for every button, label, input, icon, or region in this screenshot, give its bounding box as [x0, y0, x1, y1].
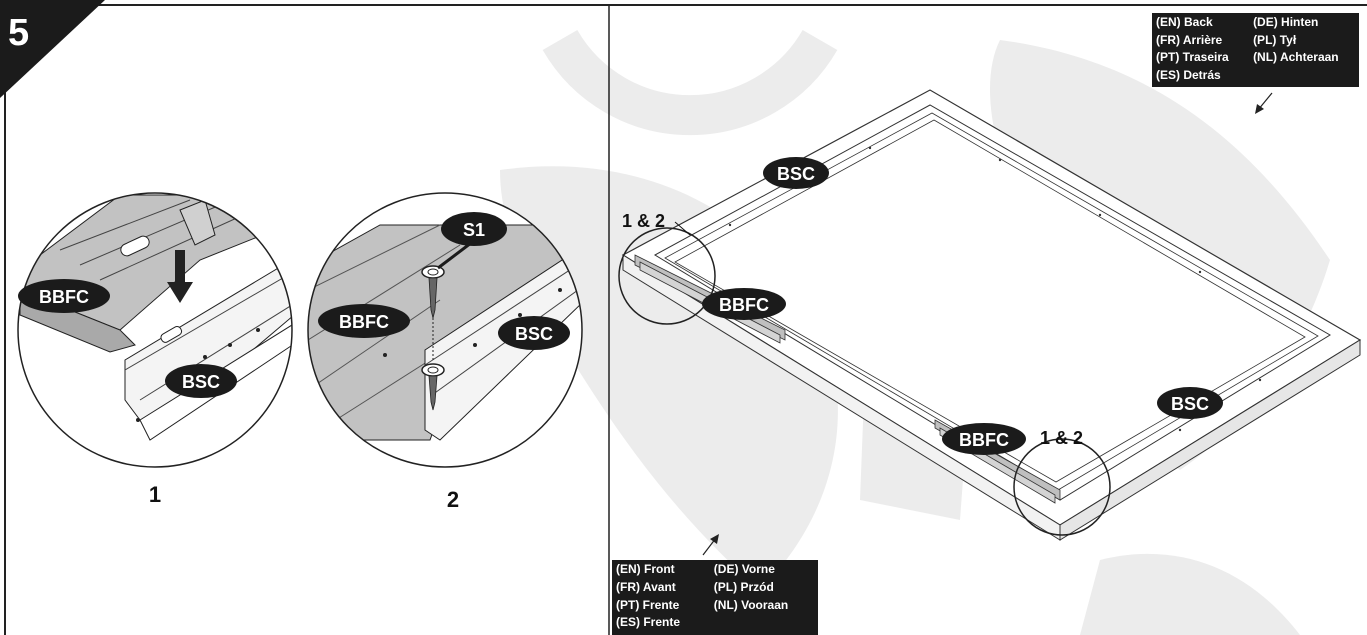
legend-front-item: (NL) Vooraan [713, 597, 789, 612]
legend-front-item: (ES) Frente [616, 615, 681, 630]
legend-back-item: (DE) Hinten [1253, 15, 1319, 29]
detail-circle-2: S1 BBFC BSC [307, 192, 583, 468]
overview-label-bsc-right: BSC [1171, 394, 1209, 414]
legend-back-item: (NL) Achteraan [1253, 50, 1339, 64]
ref-label-bottom: 1 & 2 [1040, 428, 1083, 448]
legend-front: (EN) Front (DE) Vorne (FR) Avant (PL) Pr… [612, 560, 818, 635]
legend-front-item [714, 615, 814, 633]
legend-front-item: (PL) Przód [713, 579, 774, 594]
front-arrow-icon [702, 534, 719, 556]
detail-ref-circle-bottom [1013, 438, 1111, 536]
down-arrow-icon [167, 250, 193, 303]
legend-front-item: (PT) Frente [616, 597, 680, 612]
detail1-number: 1 [149, 482, 161, 507]
detail1-label-bsc: BSC [182, 372, 220, 392]
legend-front-item: (FR) Avant [616, 579, 676, 594]
legend-front-item: (EN) Front [616, 562, 675, 576]
overview-label-bbfc-bottom: BBFC [959, 430, 1009, 450]
legend-back-item: (FR) Arrière [1156, 32, 1223, 47]
detail-circle-1: BBFC BSC [17, 192, 293, 468]
ref-label-left: 1 & 2 [622, 211, 665, 231]
detail1-label-bbfc: BBFC [39, 287, 89, 307]
legend-back-item: (EN) Back [1156, 15, 1213, 29]
detail2-label-bsc: BSC [515, 324, 553, 344]
back-arrow-icon [1255, 92, 1273, 114]
step-badge: 5 [0, 0, 105, 98]
legend-back-item: (PL) Tył [1253, 32, 1297, 47]
detail2-number: 2 [447, 487, 459, 512]
legend-front-item: (DE) Vorne [713, 562, 775, 576]
legend-back: (EN) Back (DE) Hinten (FR) Arrière (PL) … [1152, 13, 1359, 87]
legend-back-item [1253, 68, 1355, 86]
detail-ref-circle-left [618, 227, 716, 325]
overview-label-bbfc-left: BBFC [719, 295, 769, 315]
detail2-label-bbfc: BBFC [339, 312, 389, 332]
legend-back-item: (ES) Detrás [1156, 67, 1221, 82]
legend-back-item: (PT) Traseira [1156, 50, 1229, 64]
detail2-label-s1: S1 [463, 220, 485, 240]
step-number: 5 [8, 12, 29, 54]
overview-label-bsc-top: BSC [777, 164, 815, 184]
